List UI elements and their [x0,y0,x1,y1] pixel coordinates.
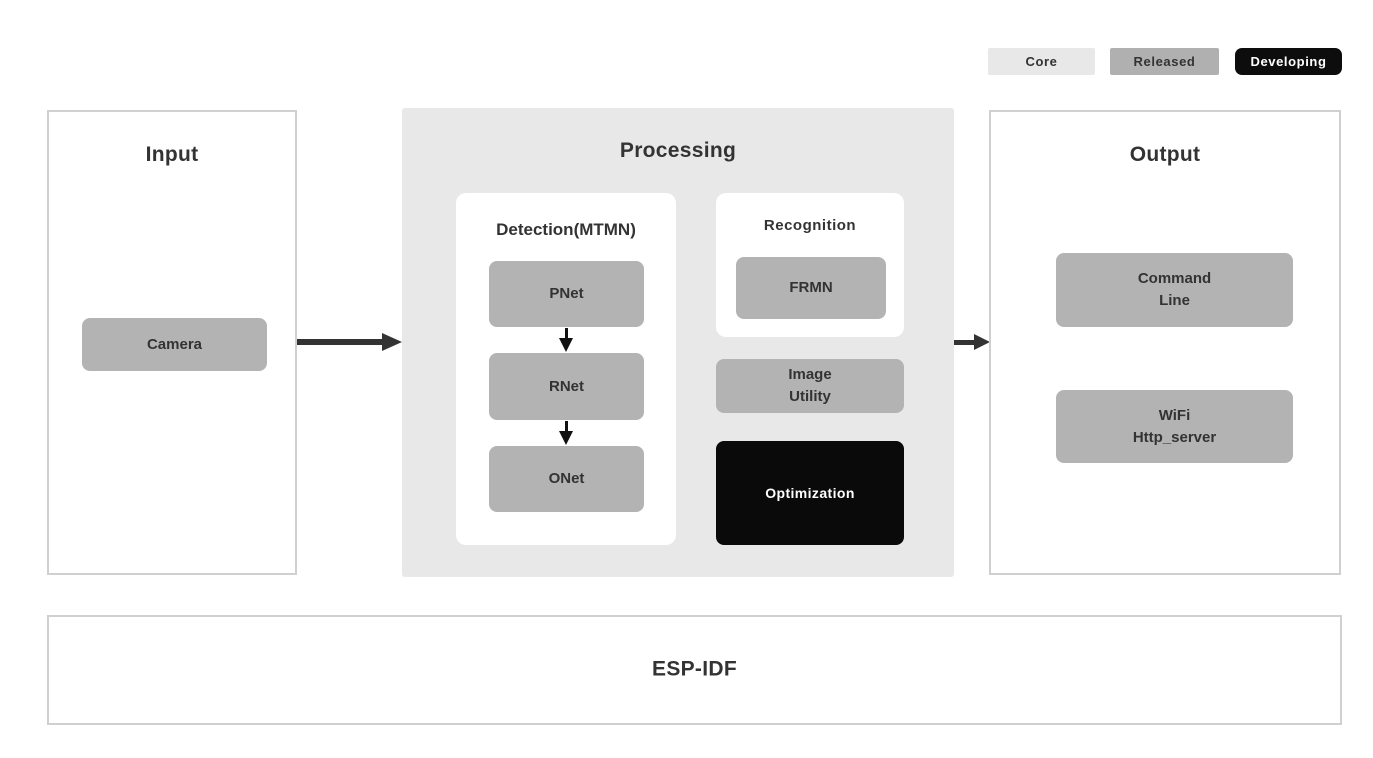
legend-developing-label: Developing [1250,54,1327,69]
arrow-shaft [564,421,568,433]
output-panel: Output Command Line WiFi Http_server [989,110,1341,575]
arrow-pnet-to-rnet [559,328,573,352]
command-line-block: Command Line [1056,253,1293,327]
processing-panel: Processing Detection(MTMN) PNet RNet ONe… [402,108,954,577]
arrow-right-icon [974,334,990,350]
legend-developing-badge: Developing [1235,48,1342,75]
detection-group-title: Detection(MTMN) [496,220,636,239]
detection-group: Detection(MTMN) PNet RNet ONet [456,193,676,545]
recognition-group: Recognition FRMN [716,193,904,337]
arrow-rnet-to-onet [559,421,573,445]
arrow-shaft [954,339,974,345]
esp-idf-title: ESP-IDF [652,657,737,681]
camera-block: Camera [82,318,267,371]
rnet-block: RNet [489,353,644,420]
legend-core-badge: Core [988,48,1095,75]
image-utility-block: Image Utility [716,359,904,413]
recognition-group-title: Recognition [763,217,857,234]
wifi-http-server-block: WiFi Http_server [1056,390,1293,463]
input-panel: Input Camera [47,110,297,575]
arrow-processing-to-output [954,333,990,351]
processing-panel-title: Processing [619,139,737,162]
pnet-block: PNet [489,261,644,327]
legend-released-badge: Released [1110,48,1219,75]
arrow-down-icon [559,431,573,445]
esp-idf-panel: ESP-IDF [47,615,1342,725]
output-panel-title: Output [1129,143,1201,166]
arrow-input-to-processing [297,333,402,351]
arrow-shaft [297,339,384,345]
legend-core-label: Core [1025,54,1058,69]
arrow-right-icon [382,333,402,351]
input-panel-title: Input [145,143,199,166]
frmn-block: FRMN [736,257,886,319]
arrow-shaft [564,328,568,340]
legend-released-label: Released [1133,54,1196,69]
arrow-down-icon [559,338,573,352]
optimization-block: Optimization [716,441,904,545]
onet-block: ONet [489,446,644,512]
